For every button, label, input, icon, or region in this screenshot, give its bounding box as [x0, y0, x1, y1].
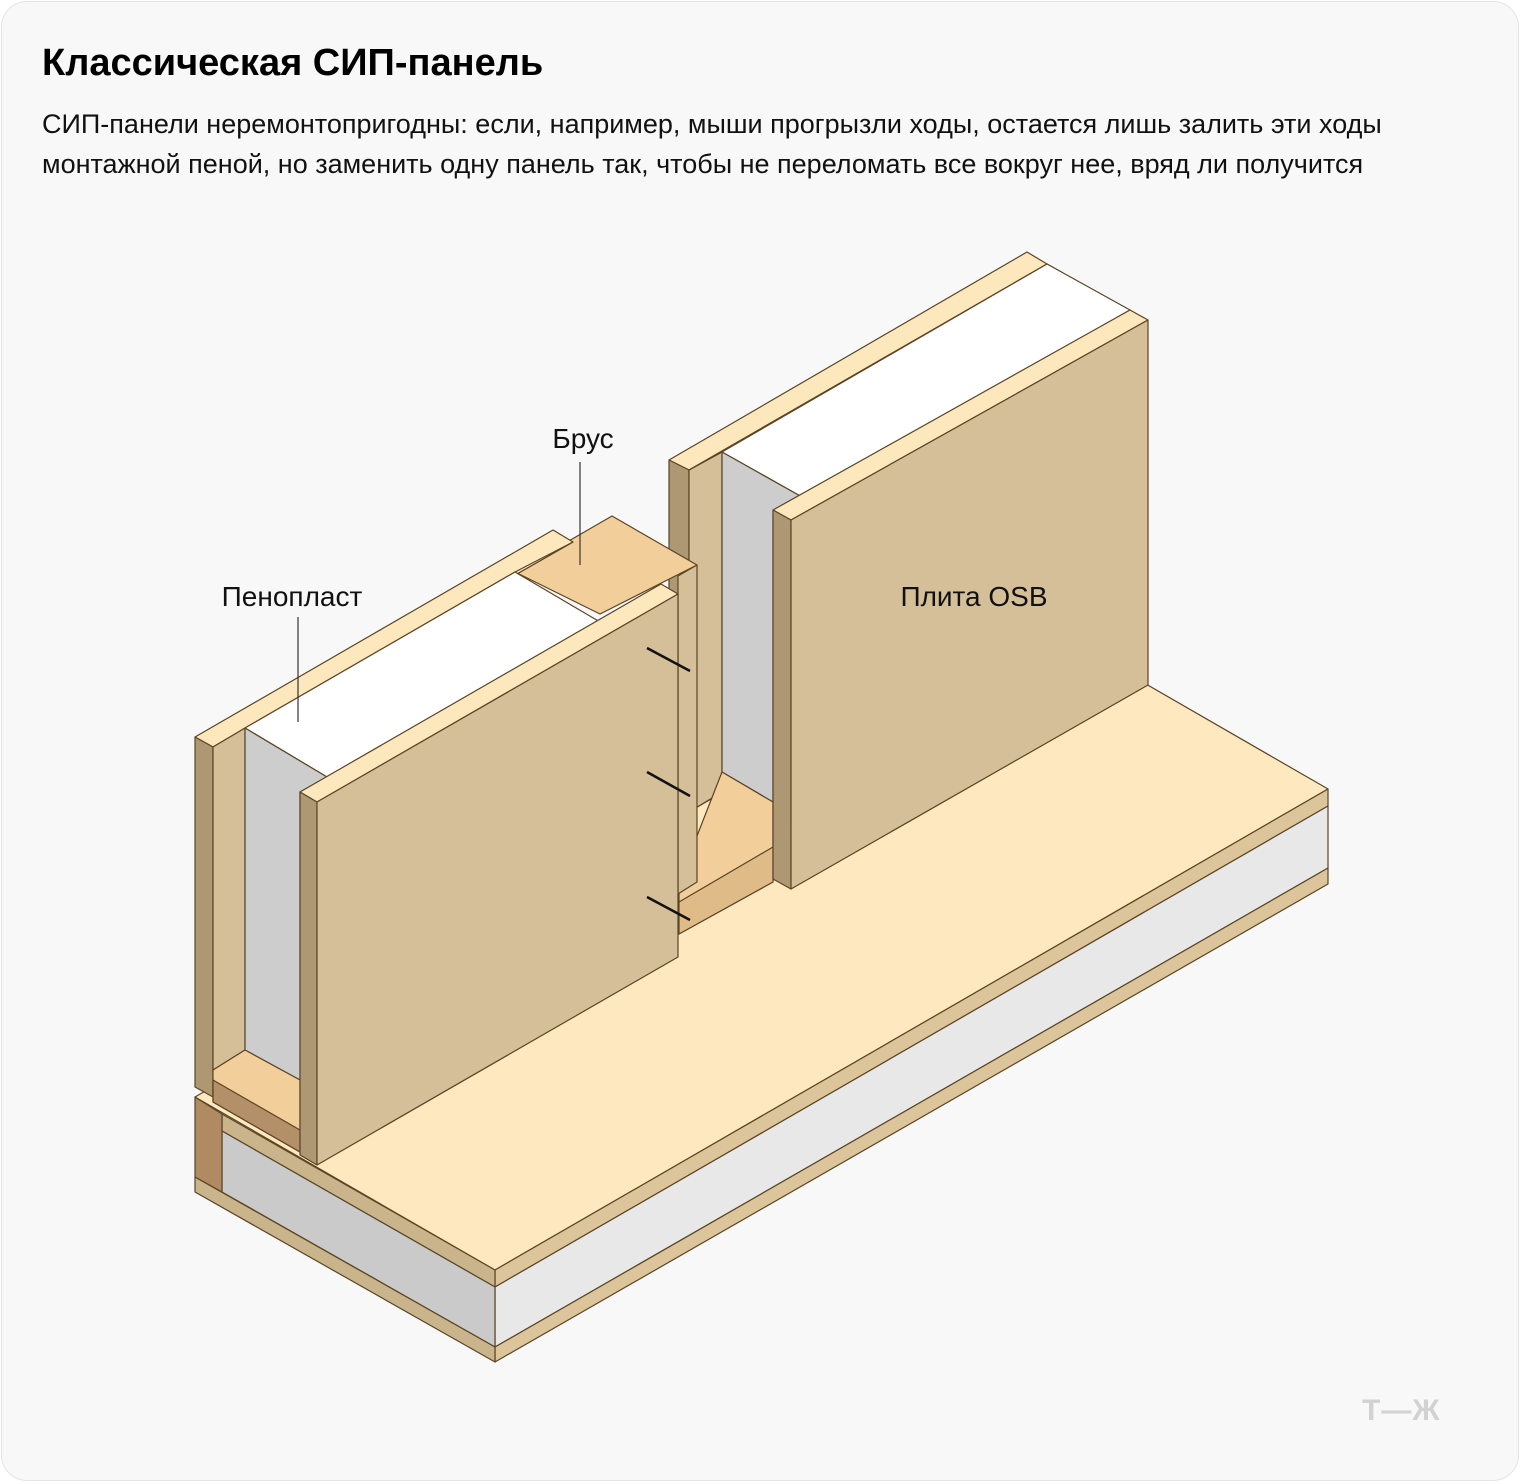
label-beam: Брус [552, 423, 613, 454]
label-osb: Плита OSB [900, 581, 1047, 612]
nail-icon [646, 770, 691, 798]
nails [646, 646, 691, 922]
subtitle: СИП-панели неремонтопригодны: если, напр… [42, 109, 1382, 179]
nail-icon [646, 895, 691, 922]
floor-slab [194, 615, 1329, 1363]
beam [514, 515, 698, 895]
tj-logo: Т—Ж [1362, 1394, 1441, 1427]
page-title: Классическая СИП-панель [42, 42, 544, 84]
nail-icon [646, 646, 691, 673]
label-foam: Пенопласт [222, 581, 363, 612]
left-sip-panel [194, 529, 679, 1166]
